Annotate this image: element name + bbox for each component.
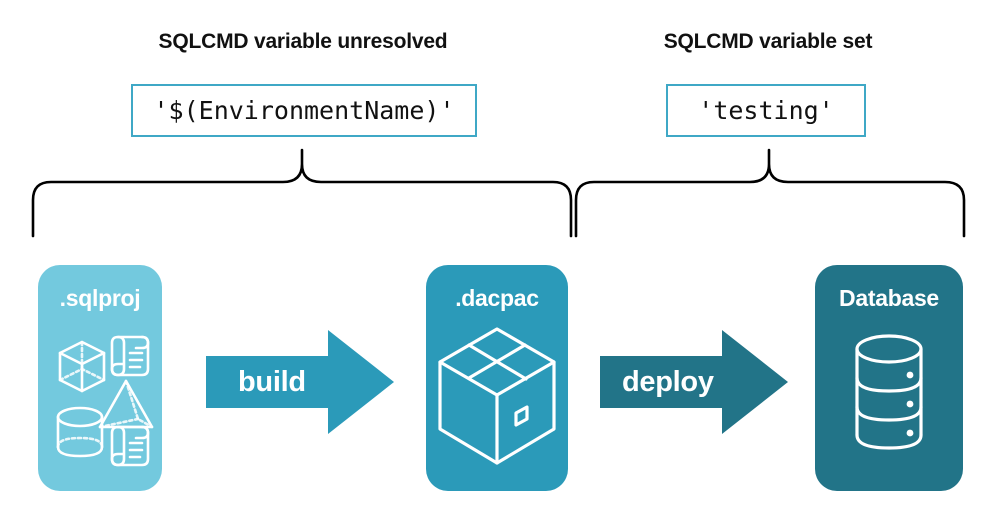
- node-dacpac-label: .dacpac: [455, 285, 539, 311]
- annotation-heading-unresolved: SQLCMD variable unresolved: [158, 30, 448, 53]
- database-cylinder-icon: [855, 334, 923, 450]
- node-sqlproj: .sqlproj: [38, 265, 162, 491]
- brace-right-icon: [574, 148, 966, 238]
- arrow-build-icon: [206, 330, 394, 434]
- annotation-value-set: 'testing': [698, 96, 834, 125]
- package-box-icon: [438, 327, 556, 465]
- node-dacpac: .dacpac: [426, 265, 568, 491]
- annotation-heading-set: SQLCMD variable set: [663, 30, 873, 53]
- annotation-value-box-set: 'testing': [666, 84, 866, 137]
- node-sqlproj-label: .sqlproj: [59, 285, 141, 311]
- sql-project-objects-icon: [56, 335, 154, 467]
- brace-left-icon: [31, 148, 573, 238]
- node-database-label: Database: [839, 285, 939, 311]
- annotation-value-box-unresolved: '$(EnvironmentName)': [131, 84, 477, 137]
- arrow-build: build: [206, 330, 394, 434]
- arrow-deploy-icon: [600, 330, 788, 434]
- arrow-deploy: deploy: [600, 330, 788, 434]
- annotation-value-unresolved: '$(EnvironmentName)': [153, 96, 455, 125]
- node-database: Database: [815, 265, 963, 491]
